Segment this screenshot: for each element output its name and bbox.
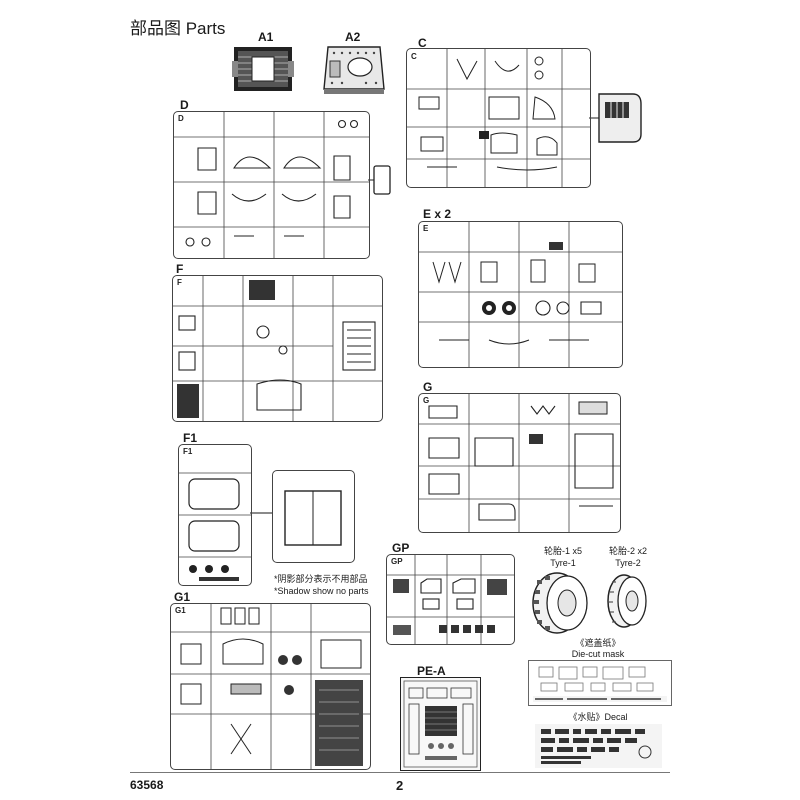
sprue-a2 bbox=[322, 43, 386, 97]
sprue-tag-g: G bbox=[423, 396, 429, 405]
sprue-label-g1: G1 bbox=[174, 590, 191, 604]
sprue-label-a2: A2 bbox=[345, 30, 361, 44]
sprue-f1: F1 bbox=[178, 444, 252, 586]
tyre2-label-cn: 轮胎-2 x2 bbox=[608, 546, 647, 556]
sprue-label-pea: PE-A bbox=[417, 664, 446, 678]
sprue-tag-d: D bbox=[178, 114, 184, 123]
sprue-tag-f1: F1 bbox=[183, 447, 193, 456]
sprue-tag-c: C bbox=[411, 52, 417, 61]
sprue-label-gp: GP bbox=[392, 541, 410, 555]
sprue-c: C bbox=[406, 48, 591, 188]
sprue-label-f: F bbox=[176, 262, 184, 276]
photo-etch-sheet bbox=[400, 677, 481, 771]
sprue-label-g: G bbox=[423, 380, 433, 394]
tyre1-label-en: Tyre-1 bbox=[550, 558, 576, 568]
sprue-g1: G1 bbox=[170, 603, 371, 770]
note-shadow-en: *Shadow show no parts bbox=[274, 586, 369, 596]
decal-sheet bbox=[535, 724, 662, 768]
sprue-label-c: C bbox=[418, 36, 427, 50]
footer-divider bbox=[130, 772, 670, 773]
note-shadow-cn: *阴影部分表示不用部品 bbox=[274, 574, 368, 584]
sprue-label-d: D bbox=[180, 98, 189, 112]
sprue-d-bracket bbox=[368, 160, 394, 200]
sprue-g: G bbox=[418, 393, 621, 533]
sprue-c-cab-part bbox=[589, 88, 643, 148]
sprue-tag-gp: GP bbox=[391, 557, 403, 566]
sprue-tag-g1: G1 bbox=[175, 606, 186, 615]
mask-label-en: Die-cut mask bbox=[571, 649, 625, 659]
sprue-label-f1: F1 bbox=[183, 431, 198, 445]
sprue-d: D bbox=[173, 111, 370, 259]
sprue-tag-e: E bbox=[423, 224, 429, 233]
sprue-label-a1: A1 bbox=[258, 30, 274, 44]
page-title: 部品图 Parts bbox=[130, 19, 226, 38]
sprue-e: E bbox=[418, 221, 623, 368]
die-cut-mask bbox=[528, 660, 672, 706]
tyre1-label-cn: 轮胎-1 x5 bbox=[543, 546, 582, 556]
tyre-1-icon bbox=[527, 570, 595, 636]
page-number: 2 bbox=[396, 778, 404, 793]
tyre-2-icon bbox=[604, 572, 652, 630]
sprue-label-e: E x 2 bbox=[423, 207, 452, 221]
sprue-f1-deck bbox=[272, 470, 355, 563]
sprue-gp: GP bbox=[386, 554, 515, 645]
sprue-tag-f: F bbox=[177, 278, 182, 287]
tyre2-label-en: Tyre-2 bbox=[615, 558, 641, 568]
sprue-f1-connector bbox=[250, 505, 272, 515]
kit-code: 63568 bbox=[130, 778, 164, 792]
mask-label-cn: 《遮盖纸》 bbox=[575, 638, 621, 648]
decal-label: 《水贴》Decal bbox=[568, 712, 628, 722]
sprue-a1 bbox=[232, 43, 294, 95]
sprue-f: F bbox=[172, 275, 383, 422]
